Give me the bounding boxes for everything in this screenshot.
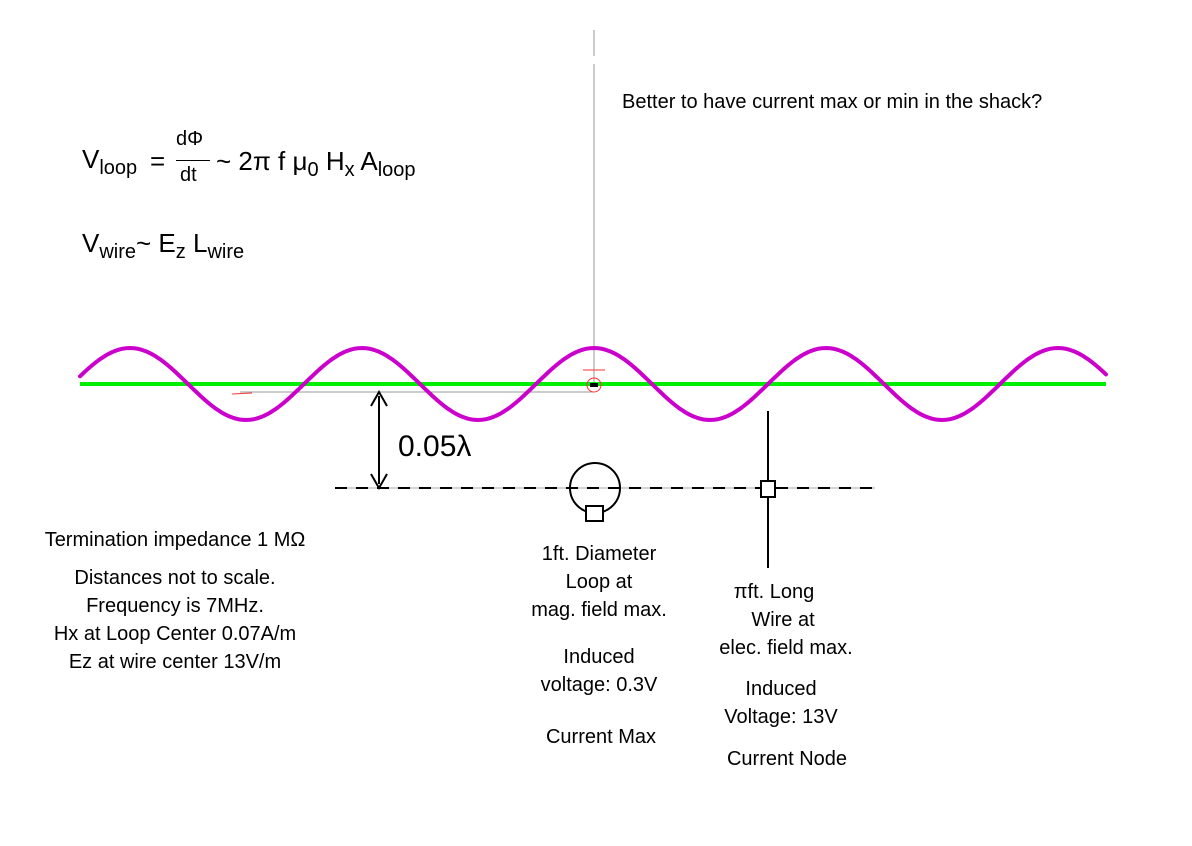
question-text: Better to have current max or min in the…: [622, 91, 1043, 113]
wire-description-1: πft. Long: [733, 581, 815, 603]
note-hx: Hx at Loop Center 0.07A/m: [53, 623, 297, 645]
note-termination: Termination impedance 1 MΩ: [44, 529, 306, 551]
red-marker-dash: [231, 392, 253, 395]
wire-description-3: elec. field max.: [719, 637, 853, 659]
fraction-denominator: dt: [180, 164, 197, 186]
fraction-numerator: dΦ: [176, 128, 204, 150]
wire-current-label: Current Node: [726, 748, 848, 770]
distance-label: 0.05λ: [398, 430, 472, 463]
loop-description-2: Loop at: [565, 571, 633, 593]
loop-voltage-equation: Vloop: [82, 144, 138, 180]
loop-induced-1: Induced: [563, 646, 635, 668]
note-scale: Distances not to scale.: [74, 567, 276, 589]
feed-point-dot: [590, 383, 598, 387]
fraction-bar: [176, 160, 210, 161]
wire-voltage-equation: Vwire~ Ez Lwire: [82, 228, 245, 264]
standing-wave-curve: [78, 345, 1108, 423]
loop-induced-2: voltage: 0.3V: [540, 674, 658, 696]
wire-antenna-icon: [760, 411, 776, 568]
wire-induced-2: Voltage: 13V: [724, 706, 838, 728]
distance-arrow: [370, 389, 388, 491]
loop-antenna-icon: [569, 462, 621, 522]
note-frequency: Frequency is 7MHz.: [86, 595, 264, 617]
loop-description-3: mag. field max.: [531, 599, 667, 621]
wire-induced-1: Induced: [745, 678, 817, 700]
loop-equation-rhs: ~ 2π f μ0 Hx Aloop: [216, 146, 416, 182]
loop-current-label: Current Max: [545, 726, 657, 748]
loop-description-1: 1ft. Diameter: [541, 543, 657, 565]
note-ez: Ez at wire center 13V/m: [68, 651, 282, 673]
feed-point-marker: [586, 377, 602, 393]
wire-description-2: Wire at: [751, 609, 815, 631]
equals-sign: =: [150, 146, 166, 176]
